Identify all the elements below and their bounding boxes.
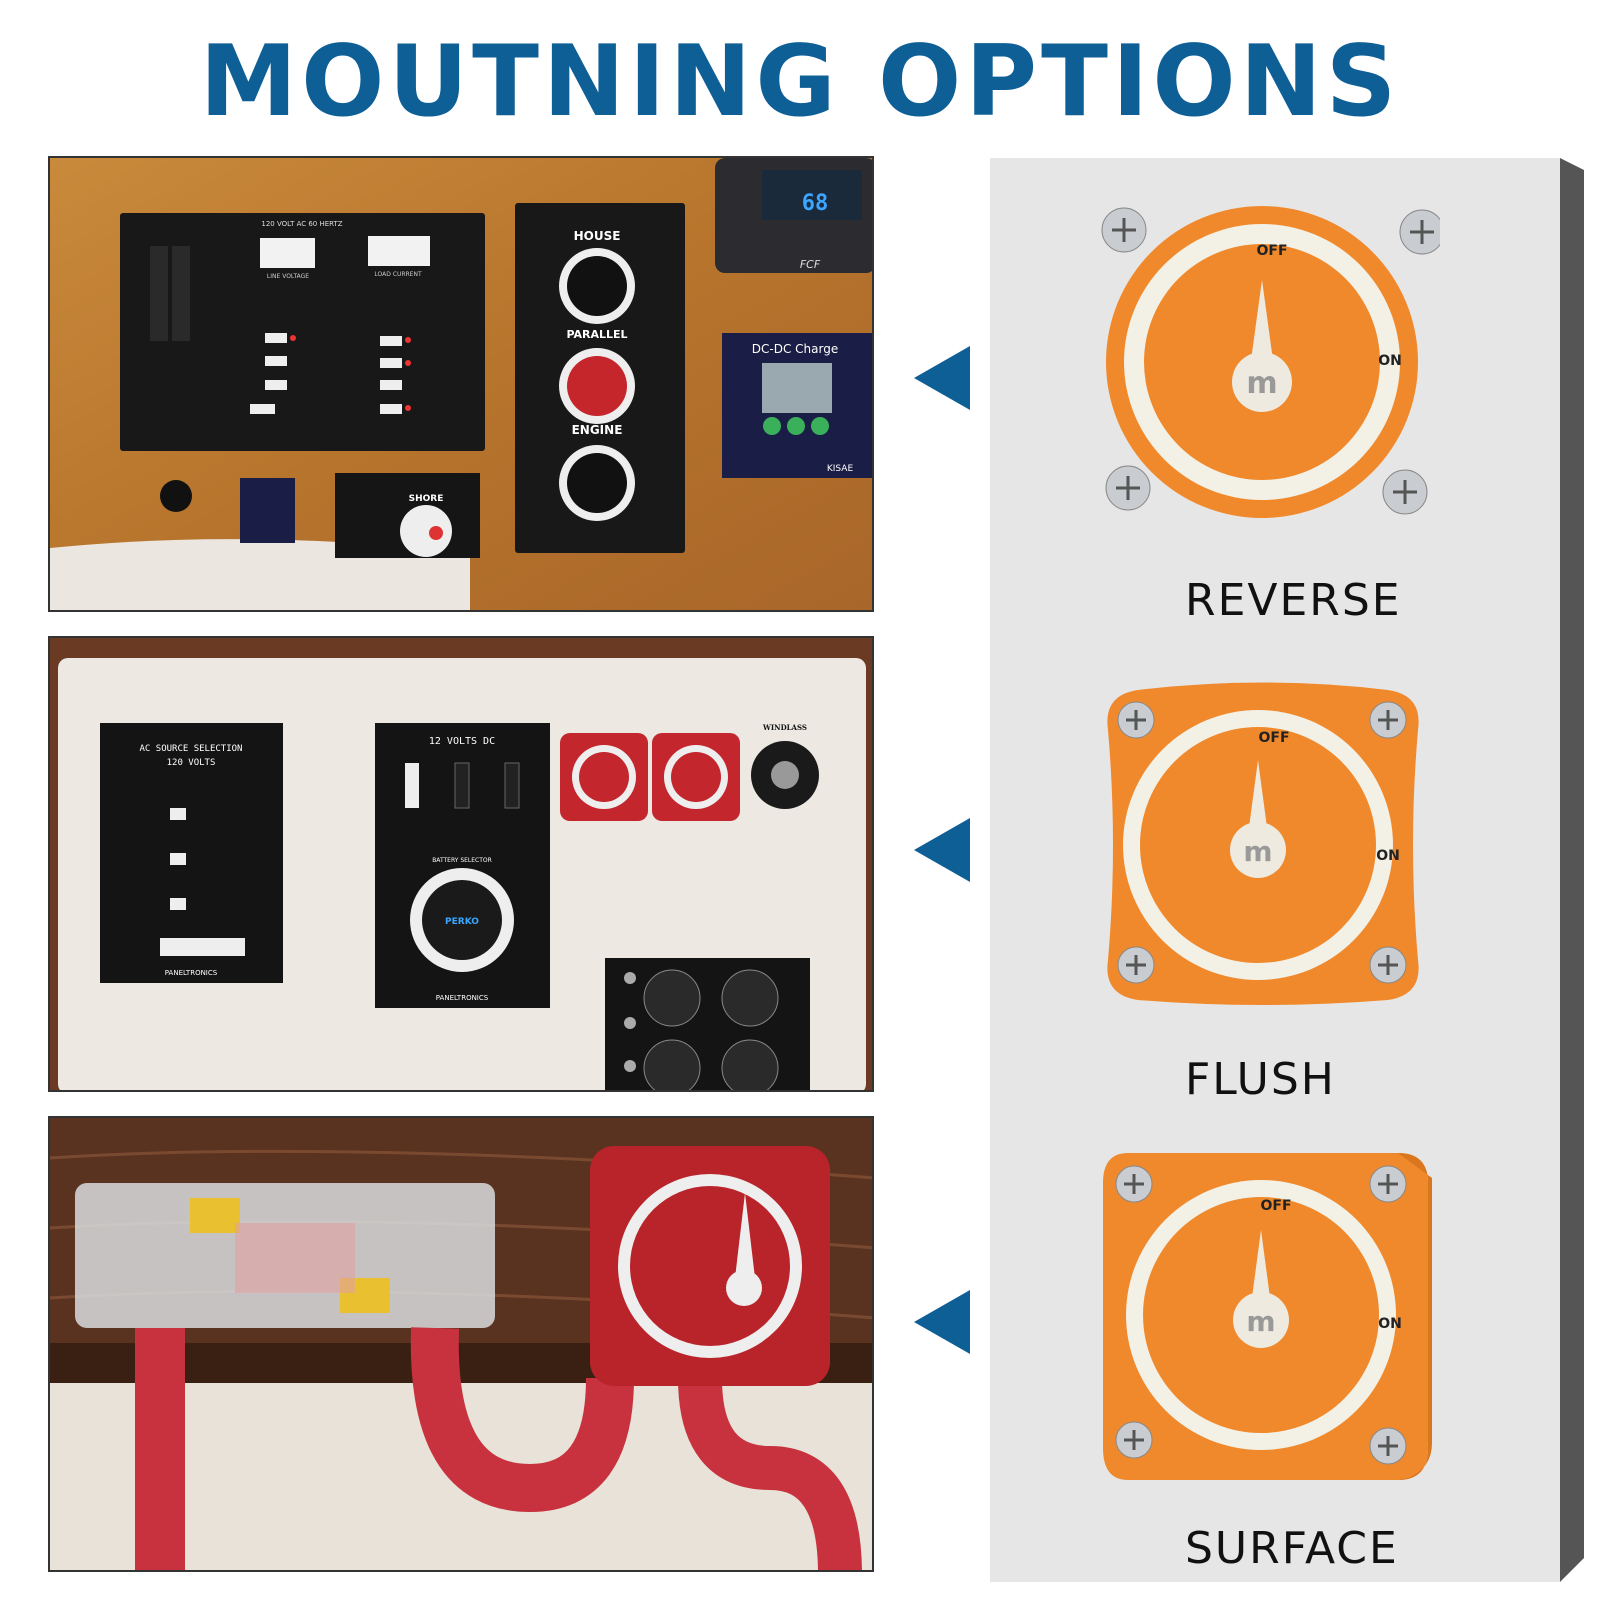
svg-text:m: m xyxy=(1243,835,1272,868)
dc-title: 12 VOLTS DC xyxy=(429,736,495,747)
screw-icon xyxy=(1369,1165,1407,1203)
svg-text:OFF: OFF xyxy=(1256,243,1287,259)
page-title: MOUTNING OPTIONS xyxy=(199,25,1401,139)
svg-text:OFF: OFF xyxy=(1258,730,1289,746)
ac-breaker-panel xyxy=(120,213,485,451)
screw-icon xyxy=(1101,207,1147,253)
svg-text:m: m xyxy=(1246,366,1277,401)
screw-icon xyxy=(1369,701,1407,739)
svg-text:ON: ON xyxy=(1376,848,1400,864)
line-voltage-label: LINE VOLTAGE xyxy=(267,273,309,280)
arrow-left-icon xyxy=(914,346,970,410)
display-brand: FCF xyxy=(800,258,821,271)
screw-icon xyxy=(1117,701,1155,739)
house-label: HOUSE xyxy=(574,229,621,243)
screw-icon xyxy=(1115,1165,1153,1203)
screw-icon xyxy=(1369,1427,1407,1465)
windlass-label: WINDLASS xyxy=(762,723,807,732)
shore-label: SHORE xyxy=(409,494,444,504)
flush-mount-switch: m OFF ON xyxy=(1098,680,1428,1010)
ac-brand: PANELTRONICS xyxy=(165,969,218,977)
arrow-left-icon xyxy=(914,1290,970,1354)
surface-mount-switch: m OFF ON xyxy=(1098,1148,1434,1486)
svg-text:ON: ON xyxy=(1378,353,1402,369)
reverse-mount-switch: m OFF ON xyxy=(1100,200,1440,540)
parallel-label: PARALLEL xyxy=(566,328,627,341)
mounting-photo-reverse: 120 VOLT AC 60 HERTZ LINE VOLTAGE LOAD C… xyxy=(48,156,874,612)
ac-title-1: AC SOURCE SELECTION xyxy=(140,744,243,754)
panel-photo-wood: 120 VOLT AC 60 HERTZ LINE VOLTAGE LOAD C… xyxy=(50,158,872,610)
svg-text:OFF: OFF xyxy=(1260,1198,1291,1214)
engine-label: ENGINE xyxy=(572,423,623,437)
dc-brand: PANELTRONICS xyxy=(436,994,489,1002)
load-current-label: LOAD CURRENT xyxy=(374,271,422,278)
option-label-surface: SURFACE xyxy=(1185,1523,1399,1574)
option-label-flush: FLUSH xyxy=(1185,1054,1336,1105)
perko-logo: PERKO xyxy=(445,917,479,927)
battery-selector-label: BATTERY SELECTOR xyxy=(432,857,492,864)
screw-icon xyxy=(1105,465,1151,511)
screw-icon xyxy=(1399,209,1440,255)
screw-icon xyxy=(1115,1421,1153,1459)
panel-photo-white: AC SOURCE SELECTION 120 VOLTS PANELTRONI… xyxy=(50,638,872,1090)
panel-photo-fuse xyxy=(50,1118,872,1570)
mounting-photo-flush: AC SOURCE SELECTION 120 VOLTS PANELTRONI… xyxy=(48,636,874,1092)
screw-icon xyxy=(1369,946,1407,984)
ac-title-2: 120 VOLTS xyxy=(167,758,216,768)
option-label-reverse: REVERSE xyxy=(1185,575,1402,626)
mounting-photo-surface xyxy=(48,1116,874,1572)
screw-icon xyxy=(1117,946,1155,984)
display-value: 68 xyxy=(802,191,829,216)
arrow-left-icon xyxy=(914,818,970,882)
panel-header: 120 VOLT AC 60 HERTZ xyxy=(261,220,342,228)
charger-brand: KISAE xyxy=(827,464,854,474)
svg-text:ON: ON xyxy=(1378,1316,1402,1332)
charger-title: DC-DC Charge xyxy=(752,342,838,356)
screw-icon xyxy=(1382,469,1428,515)
board-edge xyxy=(1560,158,1584,1582)
svg-text:m: m xyxy=(1246,1305,1275,1338)
